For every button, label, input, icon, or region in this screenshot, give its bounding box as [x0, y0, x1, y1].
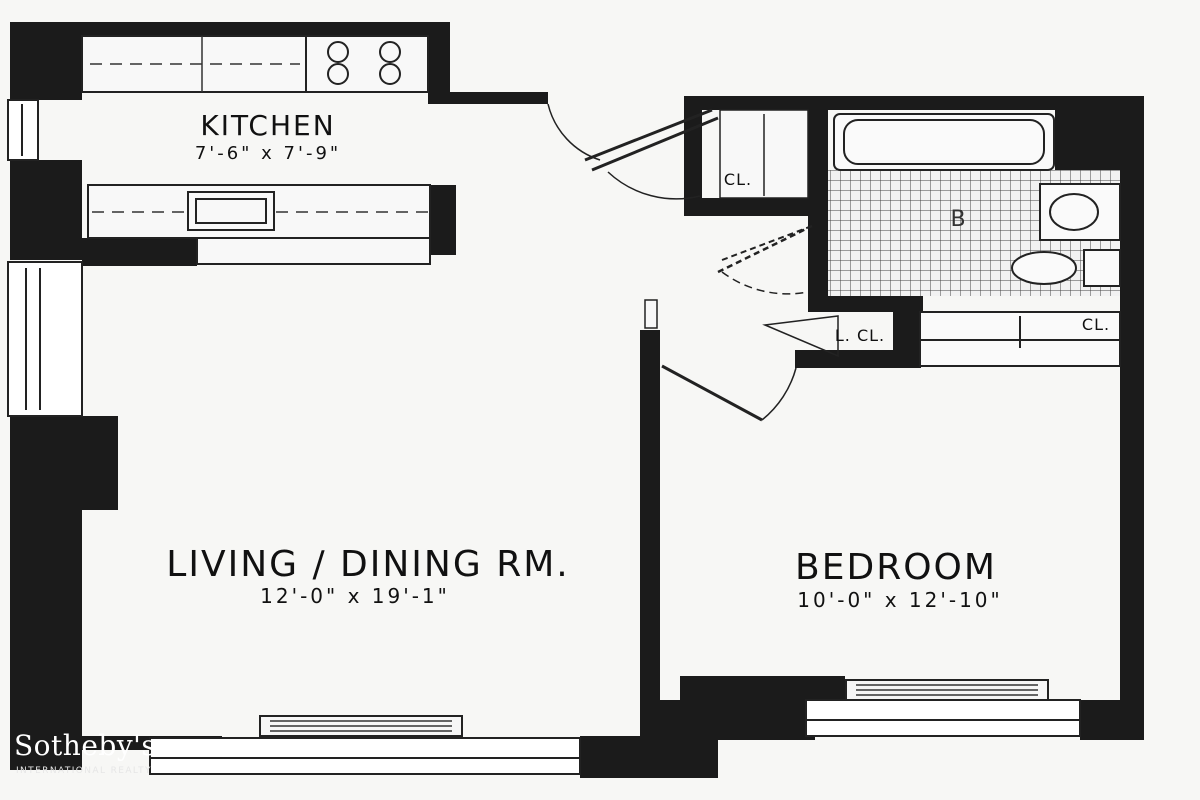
bedroom-south-wall-left [640, 700, 815, 740]
west-wall-pier [10, 416, 118, 510]
bedroom-south-window [805, 699, 1081, 737]
burners [327, 41, 401, 85]
linen-closet-label: L. CL. [834, 326, 886, 345]
bedroom-south-sill [680, 676, 845, 700]
living-dining-dimensions: 12'-0" x 19'-1" [260, 584, 450, 608]
living-south-window [149, 737, 581, 775]
bath-west-wall [808, 96, 828, 306]
wall-stub [644, 299, 658, 329]
linen-closet-south-wall [795, 350, 921, 368]
east-exterior-wall [1120, 96, 1144, 736]
bath-door [717, 224, 813, 274]
west-wall-lower [10, 510, 82, 770]
entry-door-swing [547, 103, 601, 161]
kitchen-east-wall [428, 22, 450, 100]
bath-label: B [950, 207, 966, 232]
lavatory [1049, 193, 1099, 231]
living-west-window [7, 261, 83, 417]
walls [10, 22, 1144, 778]
west-wall-kitchen [10, 160, 82, 260]
brand-tagline: INTERNATIONAL REALTY [16, 766, 152, 776]
kitchen-dimensions: 7'-6" x 7'-9" [194, 143, 342, 164]
counter-extension [196, 237, 431, 265]
bedroom-label: BEDROOM [795, 547, 997, 588]
partition-wall [640, 330, 660, 732]
linen-closet-door [762, 315, 839, 358]
bedroom-door [661, 364, 763, 422]
hall-closet-label: CL. [723, 170, 753, 189]
bedroom-south-wall-right [1080, 700, 1144, 740]
kitchen-label: KITCHEN [200, 109, 336, 142]
bedroom-closet-label: CL. [1081, 315, 1111, 334]
toilet-tank [1083, 249, 1121, 287]
kitchen-counter-end [430, 185, 456, 255]
bath-north-wall [684, 96, 1140, 110]
bedroom-dimensions: 10'-0" x 12'-10" [797, 588, 1003, 612]
toilet-bowl [1011, 251, 1077, 285]
living-dining-label: LIVING / DINING RM. [166, 544, 570, 585]
kitchen-partition [82, 238, 197, 266]
kitchen-sink [187, 191, 275, 231]
doors [547, 103, 839, 422]
range [305, 35, 429, 93]
kitchen-north-wall [10, 22, 450, 36]
windows [7, 99, 1081, 775]
closet-south-wall [700, 198, 812, 216]
living-south-wall-right [580, 736, 718, 778]
brand-logo-text: Sotheby's [14, 729, 157, 762]
kitchen-entry-wall [428, 92, 548, 104]
